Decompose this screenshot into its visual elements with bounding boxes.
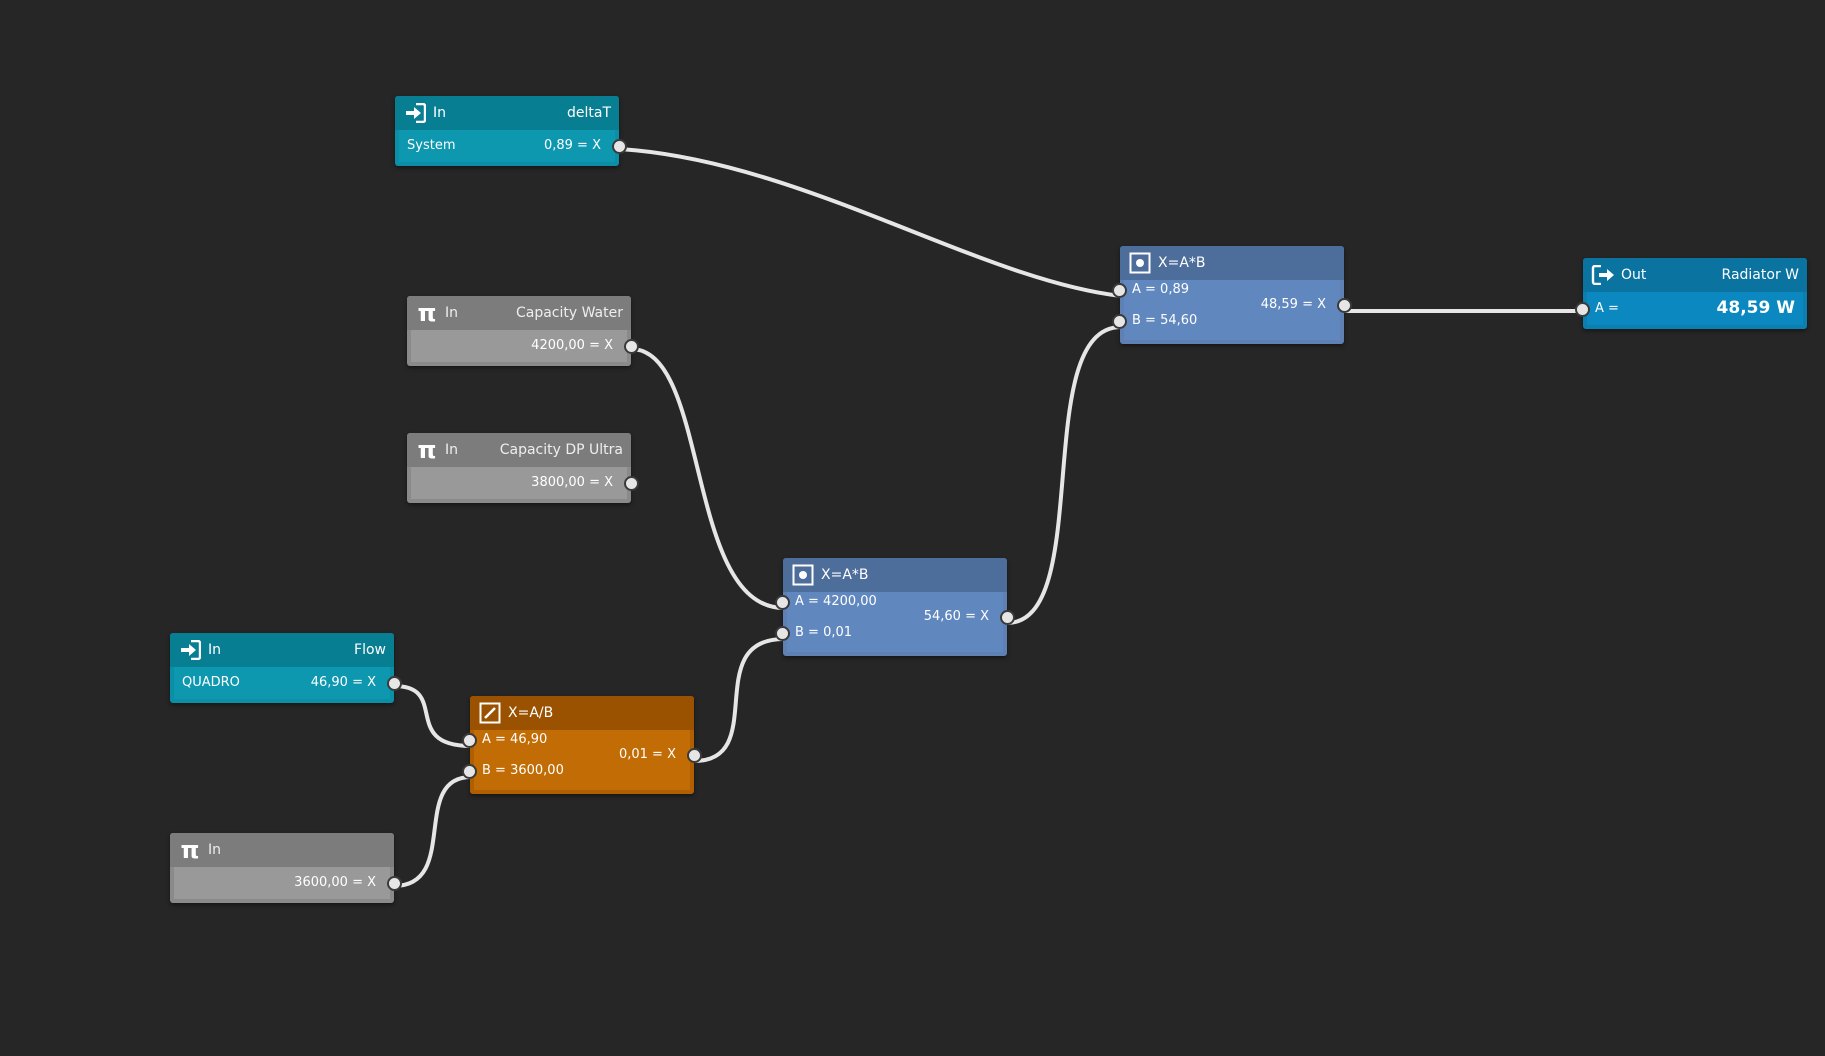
node-header[interactable]: X=A*B [1120,246,1344,280]
input-a-value: A = 46,90 [482,732,548,747]
sign-in-icon [403,101,427,125]
input-port-a[interactable] [462,733,477,748]
output-port[interactable] [624,339,639,354]
node-header[interactable]: π In [170,833,394,867]
input-b-value: B = 0,01 [795,625,853,640]
input-node-flow[interactable]: In Flow QUADRO 46,90 = X [170,633,402,703]
node-type-label: In [445,305,459,321]
sign-out-icon [1591,263,1615,287]
input-port-b[interactable] [1112,314,1127,329]
source-label: System [407,138,456,153]
node-header[interactable]: π In Capacity Water [407,296,631,330]
input-a-value: A = 0,89 [1132,282,1189,297]
wire-capwater-to-mult1-a[interactable] [630,347,785,610]
output-port[interactable] [687,748,702,763]
sign-in-icon [178,638,202,662]
output-value: 54,60 = X [923,609,989,624]
output-display-value: 48,59 W [1716,298,1795,318]
node-name: Radiator W [1721,267,1799,283]
node-name: Flow [354,642,386,658]
output-node-radiator[interactable]: Out Radiator W A = 48,59 W [1575,258,1807,329]
wire-3600-to-divide-b[interactable] [393,775,472,888]
output-value: 4200,00 = X [531,338,613,353]
input-node-deltaT[interactable]: In deltaT System 0,89 = X [395,96,627,166]
output-value: 0,01 = X [618,747,676,762]
node-header[interactable]: X=A/B [470,696,694,730]
wire-mult1-to-mult2-b[interactable] [1006,325,1122,625]
constant-node-capacity-water[interactable]: π In Capacity Water 4200,00 = X [407,296,639,366]
pi-icon: π [417,299,437,327]
node-formula: X=A*B [1158,255,1206,271]
input-a-value: A = 4200,00 [795,594,877,609]
wire-deltaT-to-mult2-a[interactable] [618,147,1122,298]
constant-node-3600[interactable]: π In 3600,00 = X [170,833,402,903]
node-type-label: In [433,105,447,121]
node-name: Capacity Water [515,305,623,321]
node-name: deltaT [566,105,611,121]
wire-flow-to-divide-a[interactable] [393,684,472,748]
node-header[interactable]: In deltaT [395,96,619,130]
output-value: 3800,00 = X [531,475,613,490]
node-type-label: In [445,442,459,458]
output-value: 0,89 = X [543,138,601,153]
output-port[interactable] [387,876,402,891]
output-value: 46,90 = X [310,675,376,690]
node-formula: X=A*B [821,567,869,583]
output-value: 48,59 = X [1260,297,1326,312]
input-port-a[interactable] [775,595,790,610]
node-header[interactable]: In Flow [170,633,394,667]
node-type-label: In [208,842,222,858]
node-formula: X=A/B [508,705,554,721]
node-header[interactable]: Out Radiator W [1583,258,1807,292]
output-port[interactable] [612,139,627,154]
node-header[interactable]: X=A*B [783,558,1007,592]
node-header[interactable]: π In Capacity DP Ultra [407,433,631,467]
node-type-label: Out [1621,267,1647,283]
output-port[interactable] [1337,298,1352,313]
input-b-value: B = 3600,00 [482,763,564,778]
input-b-value: B = 54,60 [1132,313,1198,328]
constant-node-capacity-dp-ultra[interactable]: π In Capacity DP Ultra 3800,00 = X [407,433,639,503]
input-port-b[interactable] [462,764,477,779]
input-port-a[interactable] [1112,283,1127,298]
divide-node[interactable]: X=A/B A = 46,90 B = 3600,00 0,01 = X [462,696,702,794]
multiply-node-2[interactable]: X=A*B A = 0,89 B = 54,60 48,59 = X [1112,246,1352,344]
wire-divide-to-mult1-b[interactable] [693,637,785,763]
node-name: Capacity DP Ultra [499,442,623,458]
input-a-label: A = [1595,301,1619,316]
dot-square-icon [791,563,815,587]
source-label: QUADRO [182,675,240,690]
input-port-a[interactable] [1575,302,1590,317]
pi-icon: π [180,836,200,864]
output-port[interactable] [624,476,639,491]
multiply-node-1[interactable]: X=A*B A = 4200,00 B = 0,01 54,60 = X [775,558,1015,656]
pi-icon: π [417,436,437,464]
input-port-b[interactable] [775,626,790,641]
dot-square-icon [1128,251,1152,275]
output-value: 3600,00 = X [294,875,376,890]
output-port[interactable] [387,676,402,691]
slash-square-icon [478,701,502,725]
output-port[interactable] [1000,610,1015,625]
node-type-label: In [208,642,222,658]
